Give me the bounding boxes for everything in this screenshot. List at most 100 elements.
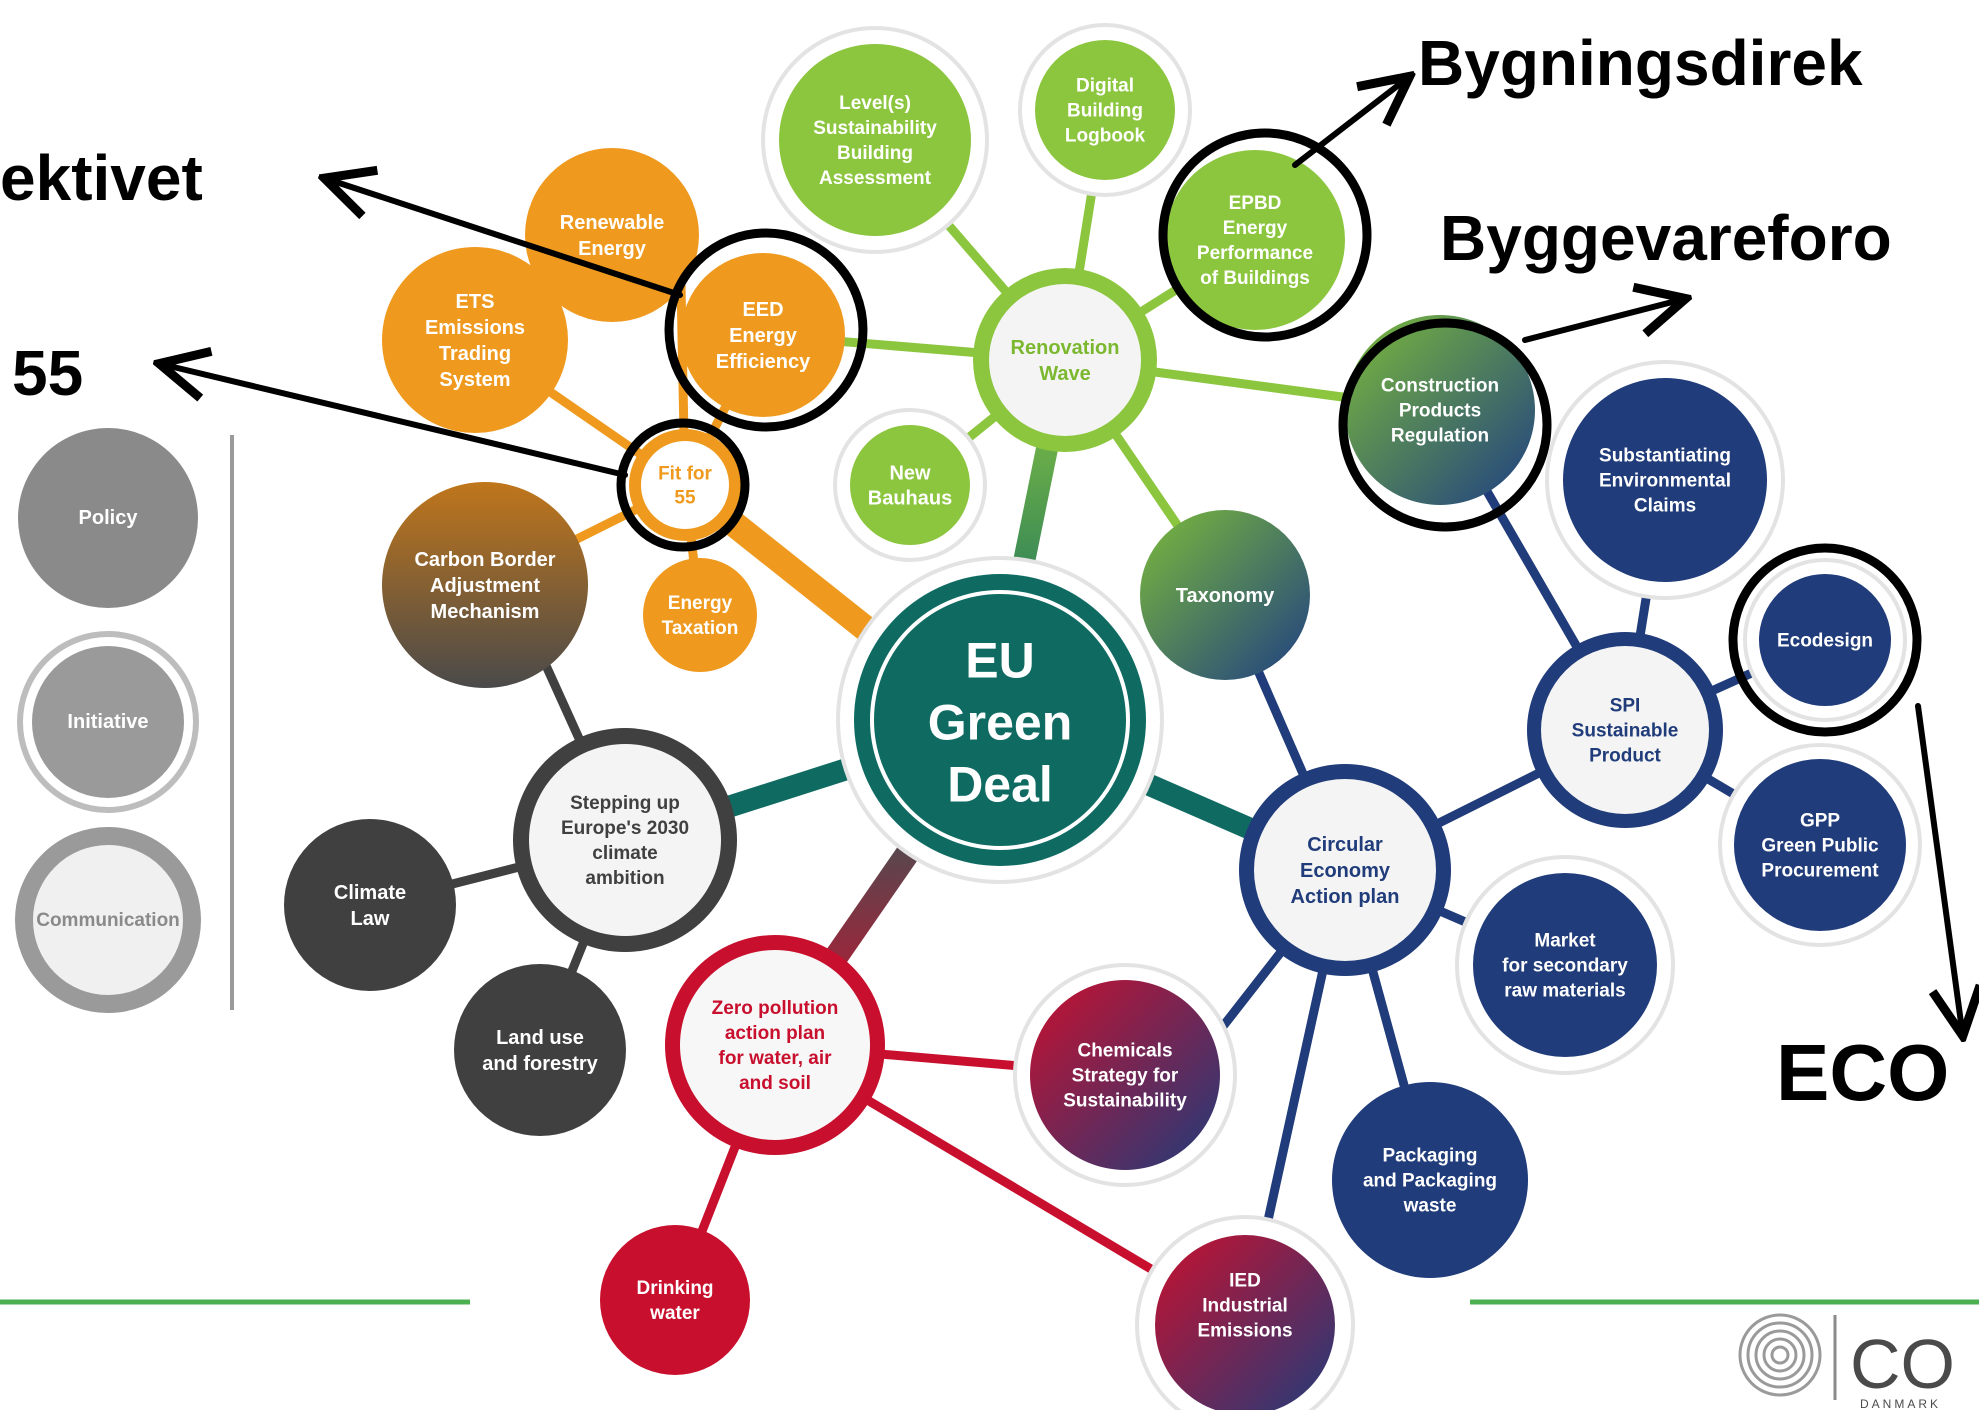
- label-line: Sustainable: [1572, 721, 1679, 742]
- label-line: Green: [928, 695, 1073, 751]
- label-line: and soil: [739, 1073, 811, 1094]
- label-line: Logbook: [1065, 126, 1146, 147]
- label-line: Land use: [496, 1027, 584, 1049]
- label-line: Climate: [334, 882, 406, 904]
- legend-initiative-circle: [32, 646, 184, 798]
- label-line: Renovation: [1011, 337, 1120, 359]
- label-line: Building: [1067, 101, 1143, 122]
- label-line: Trading: [439, 343, 511, 365]
- label-line: Carbon Border: [414, 549, 555, 571]
- label-line: Efficiency: [716, 351, 811, 373]
- label-line: Wave: [1039, 363, 1091, 385]
- highlight-rings: [616, 128, 1922, 737]
- label-line: Strategy for: [1072, 1066, 1179, 1087]
- label-line: Construction: [1381, 376, 1499, 397]
- label-line: and Packaging: [1363, 1171, 1497, 1192]
- label-line: Building: [837, 143, 913, 164]
- label-line: Energy: [729, 325, 798, 347]
- label-line: Energy: [668, 593, 733, 614]
- label-line: Product: [1589, 746, 1661, 767]
- label-line: Performance: [1197, 243, 1313, 264]
- annotation-fit55: 55: [12, 337, 83, 409]
- label-line: Emissions: [1197, 1321, 1292, 1342]
- label-line: of Buildings: [1200, 268, 1310, 289]
- label-line: Law: [351, 908, 390, 930]
- label-line: Deal: [947, 757, 1053, 813]
- label-line: Procurement: [1761, 861, 1879, 882]
- taxonomy-label: Taxonomy: [1176, 585, 1275, 607]
- label-line: Industrial: [1202, 1296, 1288, 1317]
- label-line: ETS: [456, 291, 495, 313]
- label-line: for water, air: [719, 1048, 833, 1069]
- label-line: Bauhaus: [868, 488, 952, 510]
- label-line: 55: [674, 488, 696, 509]
- annotation-energy-directive: ektivet: [0, 142, 203, 214]
- fingerprint-logo-icon: [1738, 1313, 1822, 1397]
- label-line: climate: [592, 843, 657, 864]
- label-line: and forestry: [482, 1053, 598, 1075]
- annotation-eco: ECO: [1776, 1028, 1949, 1117]
- label-line: waste: [1403, 1196, 1457, 1217]
- label-line: Fit for: [658, 464, 712, 485]
- node-fit-for-55: Fit for 55: [629, 429, 741, 541]
- label-line: GPP: [1800, 811, 1840, 832]
- label-line: for secondary: [1502, 956, 1628, 977]
- arrow-eed: [330, 180, 683, 298]
- highlight-ring-epbd: [1158, 128, 1372, 342]
- label-line: Substantiating: [1599, 446, 1731, 467]
- label-line: Taxonomy: [1176, 585, 1275, 607]
- legend-policy-label: Policy: [79, 507, 139, 529]
- label-line: Environmental: [1599, 471, 1731, 492]
- node-ecodesign: Ecodesign: [1743, 558, 1907, 722]
- label-line: Zero pollution: [712, 998, 839, 1019]
- highlight-ring-cpr: [1338, 318, 1552, 532]
- label-line: ambition: [585, 868, 664, 889]
- legend-communication-label: Communication: [36, 910, 180, 931]
- annotation-labels: ektivet 55 Bygningsdirek Byggevareforo E…: [0, 27, 1949, 1117]
- label-line: Energy: [1223, 218, 1288, 239]
- annotation-arrows: [165, 80, 1962, 1030]
- label-line: Digital: [1076, 76, 1134, 97]
- node-taxonomy: Taxonomy: [1140, 510, 1310, 680]
- label-line: IED: [1229, 1271, 1261, 1292]
- label-line: EPBD: [1229, 193, 1282, 214]
- ecodesign-label: Ecodesign: [1777, 631, 1873, 652]
- arrow-epbd: [1292, 80, 1405, 168]
- label-line: Renewable: [560, 212, 664, 234]
- node-land-use: Land use and forestry: [454, 964, 626, 1136]
- label-line: Europe's 2030: [561, 818, 689, 839]
- label-line: Green Public: [1761, 836, 1879, 857]
- logo-subtext: DANMARK: [1860, 1397, 1941, 1410]
- label-line: Drinking: [636, 1278, 713, 1299]
